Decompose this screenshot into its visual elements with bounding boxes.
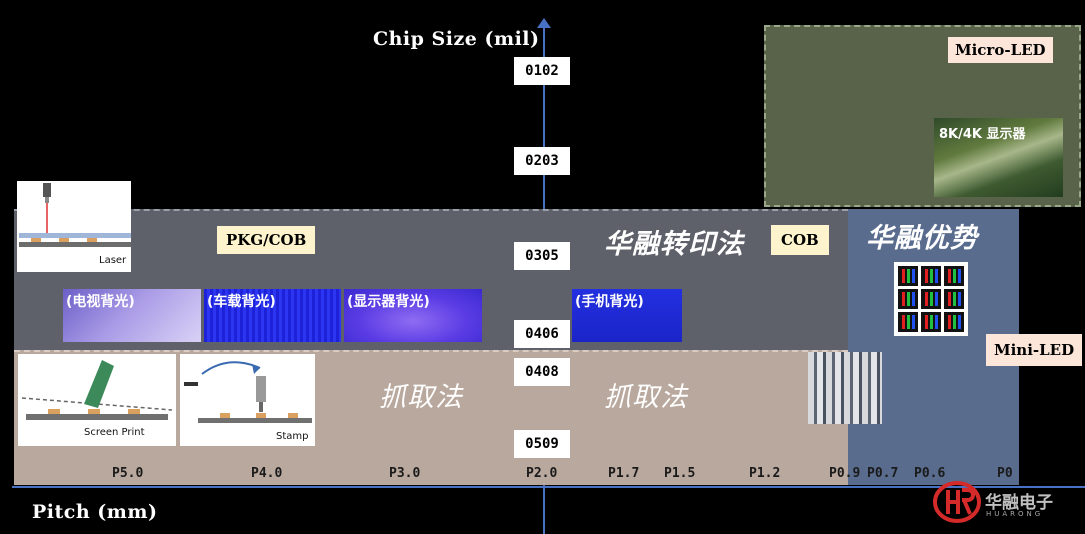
pitch-label-p1-7: P1.7 — [608, 466, 640, 481]
chip-size-0203: 0203 — [514, 147, 570, 175]
rgb-pixel-icon — [944, 266, 964, 286]
car-backlight-image: (车载背光) — [204, 289, 341, 342]
chip-size-0406: 0406 — [514, 320, 570, 348]
pkg-cob-label: PKG/COB — [217, 226, 316, 254]
advantage-label: 华融优势 — [866, 223, 978, 254]
phone-backlight-label: (手机背光) — [575, 294, 644, 310]
rgb-pixel-icon — [921, 266, 941, 286]
stamp-diagram-icon — [184, 361, 312, 423]
logo-subtext: HUARONG — [986, 510, 1044, 518]
rgb-pixel-icon — [944, 312, 964, 332]
rgb-pixel-grid-icon — [894, 262, 968, 336]
phone-backlight-image: (手机背光) — [572, 289, 682, 342]
stamp-illustration: Stamp — [180, 354, 315, 446]
x-axis-line — [12, 486, 1085, 488]
chip-size-0102: 0102 — [514, 57, 570, 85]
pitch-label-p1-5: P1.5 — [664, 466, 696, 481]
pitch-label-p3-0: P3.0 — [389, 466, 421, 481]
8k-display-caption: 8K/4K 显示器 — [939, 127, 1026, 142]
rgb-pixel-icon — [921, 289, 941, 309]
screen-print-caption: Screen Print — [84, 427, 145, 438]
screen-print-illustration: Screen Print — [18, 354, 176, 446]
y-axis-arrow — [537, 18, 551, 28]
pitch-label-p0: P0 — [997, 466, 1013, 481]
pitch-label-p4-0: P4.0 — [251, 466, 283, 481]
8k-display-image — [934, 118, 1063, 197]
huarong-logo-icon — [932, 480, 982, 524]
logo-name: 华融电子 — [985, 493, 1053, 513]
laser-caption: Laser — [99, 255, 127, 266]
y-axis-title: Chip Size (mil) — [373, 28, 540, 50]
screen-print-diagram-icon — [21, 360, 173, 420]
pitch-label-p0-6: P0.6 — [914, 466, 946, 481]
laser-diagram-icon — [19, 183, 131, 247]
cob-label: COB — [771, 225, 829, 255]
rgb-pixel-icon — [944, 289, 964, 309]
micro-led-label: Micro-LED — [948, 37, 1053, 63]
led-strip-image — [808, 352, 882, 424]
car-backlight-label: (车载背光) — [207, 294, 276, 310]
grab-method-label-left: 抓取法 — [379, 382, 463, 413]
pitch-label-p5-0: P5.0 — [112, 466, 144, 481]
pitch-label-p0-9: P0.9 — [829, 466, 861, 481]
transfer-method-label: 华融转印法 — [604, 229, 744, 260]
chip-size-0305: 0305 — [514, 242, 570, 270]
display-backlight-image: (显示器背光) — [344, 289, 482, 342]
rgb-pixel-icon — [898, 312, 918, 332]
display-backlight-label: (显示器背光) — [347, 294, 430, 310]
grab-method-label-right: 抓取法 — [604, 382, 688, 413]
pitch-label-p2-0: P2.0 — [526, 466, 558, 481]
pitch-label-p1-2: P1.2 — [749, 466, 781, 481]
rgb-pixel-icon — [921, 312, 941, 332]
mini-led-label: Mini-LED — [986, 334, 1083, 366]
rgb-pixel-icon — [898, 289, 918, 309]
rgb-pixel-icon — [898, 266, 918, 286]
chip-size-0408: 0408 — [514, 358, 570, 386]
chip-size-0509: 0509 — [514, 430, 570, 458]
laser-illustration: Laser — [17, 181, 131, 272]
tv-backlight-image: (电视背光) — [63, 289, 201, 342]
tv-backlight-label: (电视背光) — [66, 294, 135, 310]
pitch-label-p0-7: P0.7 — [867, 466, 899, 481]
stamp-caption: Stamp — [276, 431, 309, 442]
x-axis-title: Pitch (mm) — [32, 501, 158, 523]
